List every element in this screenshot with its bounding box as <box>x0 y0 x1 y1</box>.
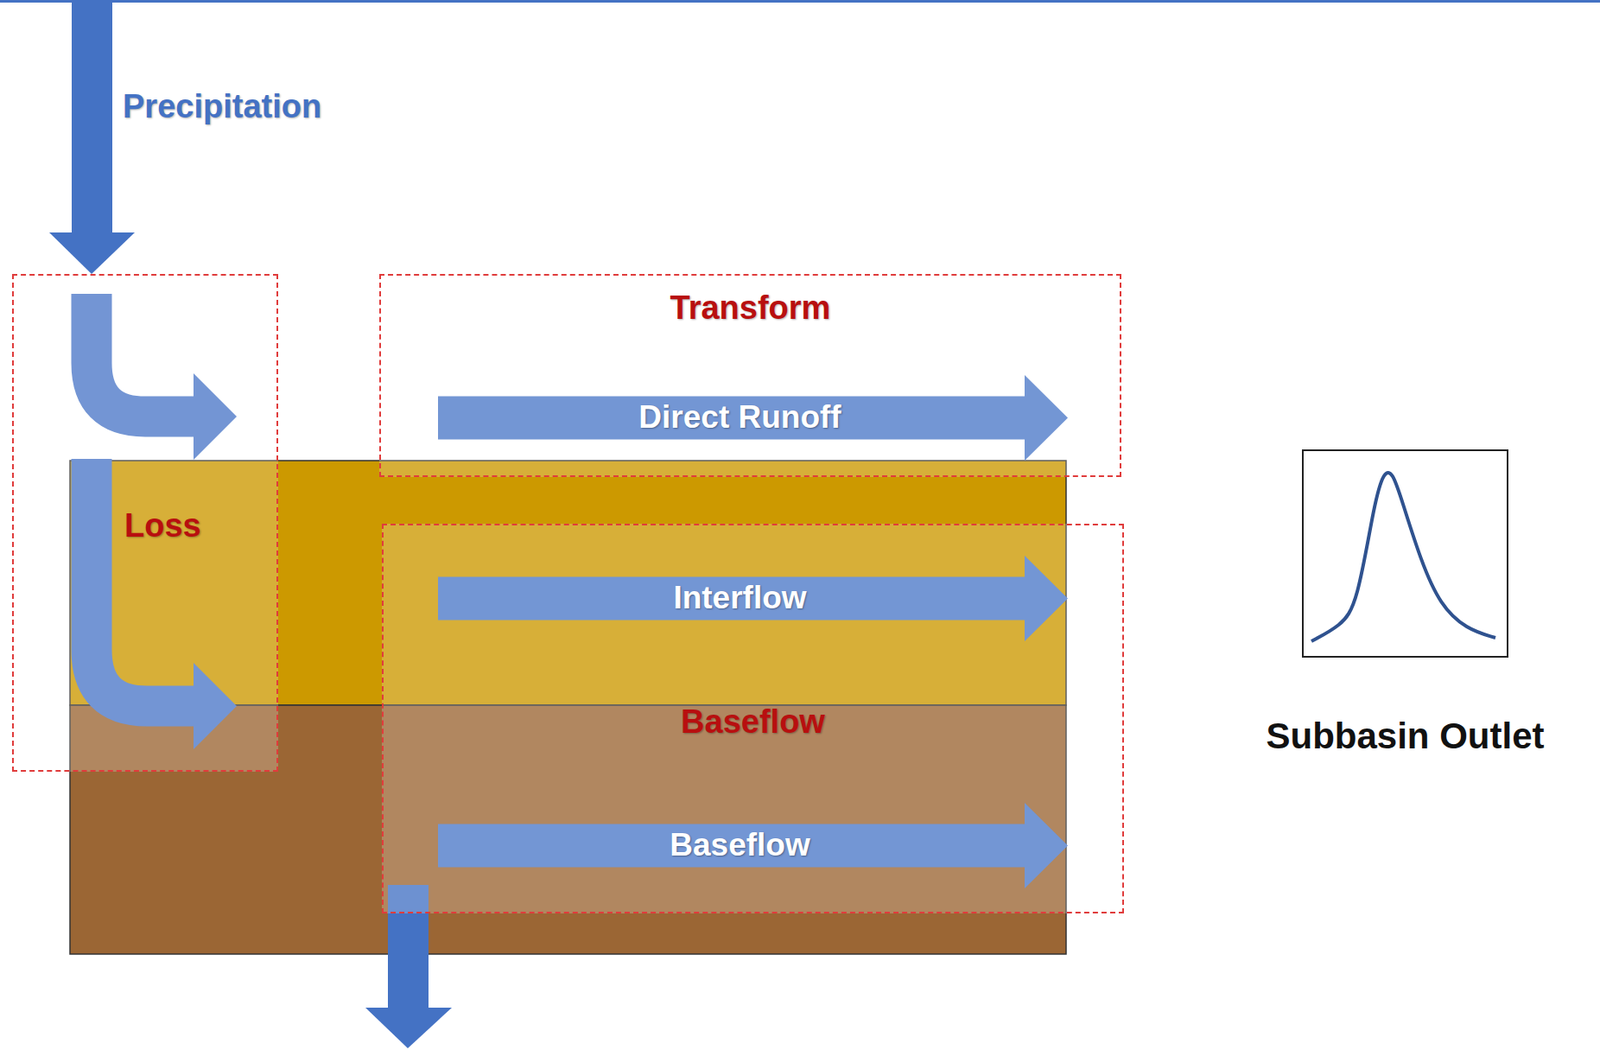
hydrograph-curve <box>1311 472 1496 642</box>
process-name: Loss <box>124 507 202 546</box>
process-name: Transform <box>670 289 832 328</box>
process-region: Baseflow InterflowBaseflow <box>381 523 1124 914</box>
top-rule <box>0 0 1600 3</box>
process-region: TransformDirect Runoff <box>379 273 1122 477</box>
precipitation-arrowhead <box>49 232 135 274</box>
hydrograph <box>1301 449 1509 658</box>
flow-label: Precipitation <box>122 88 322 127</box>
arrow-body <box>438 802 1068 889</box>
process-region: Loss <box>12 273 279 772</box>
flow-arrow: Direct Runoff <box>438 374 1068 461</box>
outlet-hydrograph: Subbasin Outlet <box>1301 449 1509 658</box>
arrow-body <box>438 374 1068 461</box>
percolation-arrowhead <box>365 1007 452 1048</box>
flow-arrow: Baseflow <box>438 802 1068 889</box>
flow-name: Baseflow <box>669 826 810 864</box>
flow-name: Direct Runoff <box>638 399 841 437</box>
hydrograph-frame <box>1302 450 1508 657</box>
flow-name: Interflow <box>673 579 807 617</box>
precipitation-arrow <box>71 0 113 234</box>
flow-arrow: Interflow <box>438 555 1068 642</box>
outlet-name: Subbasin Outlet <box>1266 715 1545 757</box>
arrow-body <box>438 555 1068 642</box>
process-name: Baseflow <box>680 703 826 742</box>
